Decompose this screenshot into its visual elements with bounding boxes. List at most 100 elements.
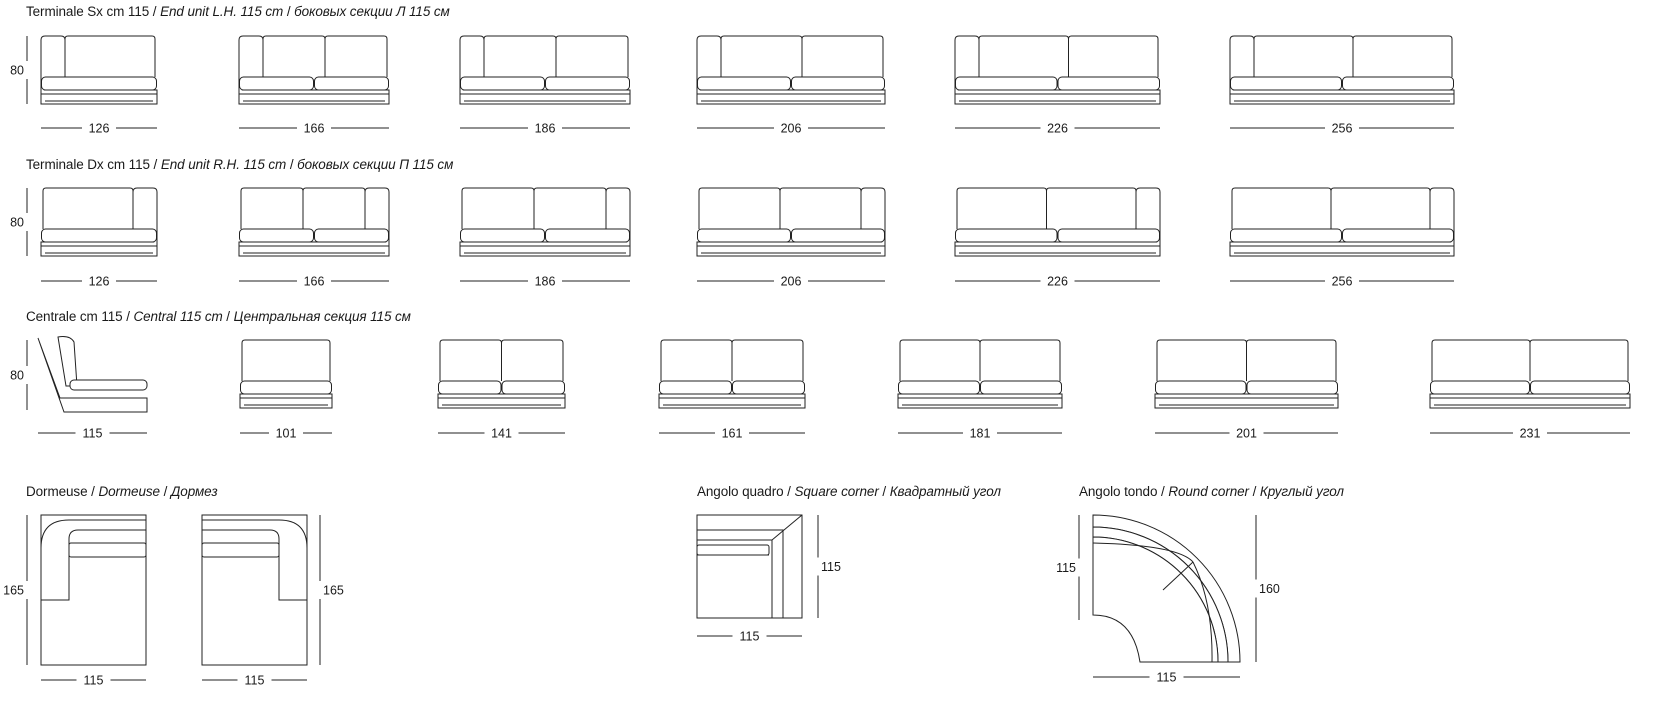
seat-frame xyxy=(1154,393,1339,399)
back-cushion xyxy=(978,35,1069,77)
sofa-end-right-186: 186 xyxy=(459,187,631,289)
width-label: 115 xyxy=(84,674,104,688)
seat-frame xyxy=(954,241,1161,247)
round-corner-cushion-line xyxy=(1092,542,1194,563)
plinth xyxy=(238,93,390,105)
sofa-central-181: 181 xyxy=(897,339,1063,441)
round-corner-seat xyxy=(1092,536,1219,663)
square-corner-diagonal xyxy=(771,514,803,541)
back-cushion xyxy=(42,187,134,229)
back-cushion xyxy=(302,187,366,229)
seat-frame xyxy=(459,241,631,247)
seat-cushion xyxy=(239,228,314,243)
seat-cushion xyxy=(239,76,314,91)
back-cushion xyxy=(1330,187,1431,229)
back-cushion xyxy=(240,187,304,229)
back-cushion xyxy=(1156,339,1247,381)
plinth xyxy=(954,245,1161,257)
plinth xyxy=(40,93,158,105)
square-corner-inner-2 xyxy=(697,529,784,618)
seat-cushion xyxy=(732,380,805,395)
square-corner-cushion xyxy=(696,544,770,556)
width-label: 256 xyxy=(1332,275,1353,289)
back-cushion xyxy=(501,339,564,381)
seat-frame xyxy=(1229,241,1455,247)
plinth xyxy=(658,397,806,409)
square-corner-frame xyxy=(696,514,803,619)
height-label: 80 xyxy=(10,369,24,383)
seat-cushion xyxy=(791,228,885,243)
plinth xyxy=(1154,397,1339,409)
sofa-end-right-206: 206 xyxy=(696,187,886,289)
plinth xyxy=(1229,245,1455,257)
side-profile xyxy=(37,337,148,413)
sofa-central-201: 201 xyxy=(1154,339,1339,441)
seat-cushion xyxy=(314,76,389,91)
seat-frame xyxy=(238,89,390,95)
width-label: 115 xyxy=(740,630,760,644)
width-label: 141 xyxy=(491,427,512,441)
seat-cushion xyxy=(1230,228,1342,243)
back-cushion xyxy=(899,339,981,381)
seat-frame xyxy=(239,393,333,399)
seat-cushion xyxy=(980,380,1062,395)
back-cushion xyxy=(461,187,535,229)
back-cushion xyxy=(731,339,804,381)
back-cushion xyxy=(64,35,156,77)
back-cushion xyxy=(1253,35,1354,77)
width-label: 115 xyxy=(83,427,103,441)
sofa-end-right-126: 126 xyxy=(40,187,158,289)
width-label: 181 xyxy=(970,427,991,441)
sofa-end-right-166: 166 xyxy=(238,187,390,289)
width-label: 206 xyxy=(781,275,802,289)
dormeuse-cushion xyxy=(201,542,280,558)
seat-cushion xyxy=(955,228,1058,243)
seat-cushion xyxy=(240,380,332,395)
section-title-dormeuse: Dormeuse / Dormeuse / Дормез xyxy=(26,484,218,499)
seat-cushion xyxy=(1246,380,1338,395)
back-cushion xyxy=(533,187,607,229)
back-cushion xyxy=(262,35,326,77)
seat-cushion xyxy=(898,380,980,395)
sofa-central-141: 141 xyxy=(437,339,566,441)
seat-cushion xyxy=(1057,76,1160,91)
round-corner-divider xyxy=(1162,561,1194,591)
sofa-central-side-view: 115 xyxy=(37,336,148,441)
seat-cushion xyxy=(791,76,885,91)
seat-cushion xyxy=(1342,228,1454,243)
section-title-end-left: Terminale Sx cm 115 / End unit L.H. 115 … xyxy=(26,4,450,19)
back-cushion xyxy=(1046,187,1137,229)
plinth xyxy=(1229,93,1455,105)
sofa-end-left-226: 226 xyxy=(954,35,1161,136)
seat-cushion xyxy=(1230,76,1342,91)
width-label: 166 xyxy=(304,122,325,136)
back-cushion xyxy=(698,187,781,229)
side-seat-cushion xyxy=(69,379,148,391)
sofa-end-left-256: 256 xyxy=(1229,35,1455,136)
round-corner-cushion-line-2 xyxy=(1192,561,1213,663)
plinth xyxy=(40,245,158,257)
back-cushion xyxy=(1529,339,1629,381)
seat-frame xyxy=(1229,89,1455,95)
side-back-cushion xyxy=(57,336,78,387)
seat-cushion xyxy=(1530,380,1630,395)
section-title-square-corner: Angolo quadro / Square corner / Квадратн… xyxy=(697,484,1001,499)
plinth xyxy=(696,245,886,257)
seat-cushion xyxy=(438,380,502,395)
seat-cushion xyxy=(545,76,630,91)
dormeuse-arm-back xyxy=(40,519,147,601)
seat-frame xyxy=(40,89,158,95)
plinth xyxy=(954,93,1161,105)
plinth xyxy=(459,245,631,257)
width-label: 186 xyxy=(535,275,556,289)
width-label: 206 xyxy=(781,122,802,136)
width-label: 166 xyxy=(304,275,325,289)
height-label: 80 xyxy=(10,64,24,78)
